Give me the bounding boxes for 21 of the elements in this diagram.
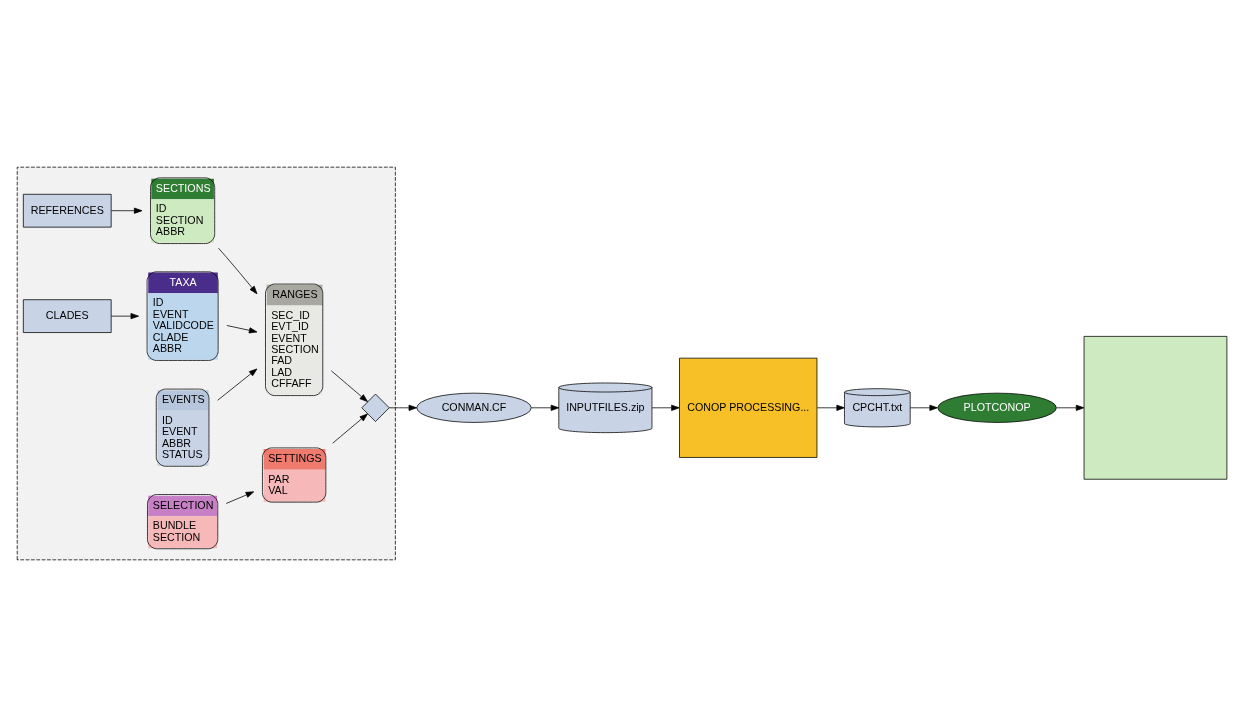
arrow bbox=[218, 247, 258, 294]
cluster bbox=[16, 166, 396, 560]
arrow bbox=[330, 369, 368, 402]
node-box bbox=[1083, 335, 1228, 480]
arrow bbox=[111, 312, 139, 319]
arrow bbox=[332, 413, 368, 444]
arrow bbox=[226, 324, 258, 333]
arrow bbox=[217, 368, 258, 401]
arrow bbox=[530, 404, 560, 411]
arrow bbox=[816, 404, 845, 411]
arrow bbox=[388, 404, 417, 411]
arrow bbox=[225, 490, 255, 504]
arrow bbox=[651, 404, 680, 411]
arrow bbox=[111, 207, 143, 214]
node-box: REFERENCES bbox=[22, 193, 112, 227]
node-ellipse: CONMAN.CF bbox=[416, 392, 532, 423]
arrow bbox=[910, 404, 938, 411]
node-ellipse: PLOTCONOP bbox=[937, 392, 1057, 423]
node-box: CONOP PROCESSING... bbox=[679, 357, 818, 458]
node-box: CLADES bbox=[22, 298, 112, 333]
arrow bbox=[1056, 404, 1085, 411]
